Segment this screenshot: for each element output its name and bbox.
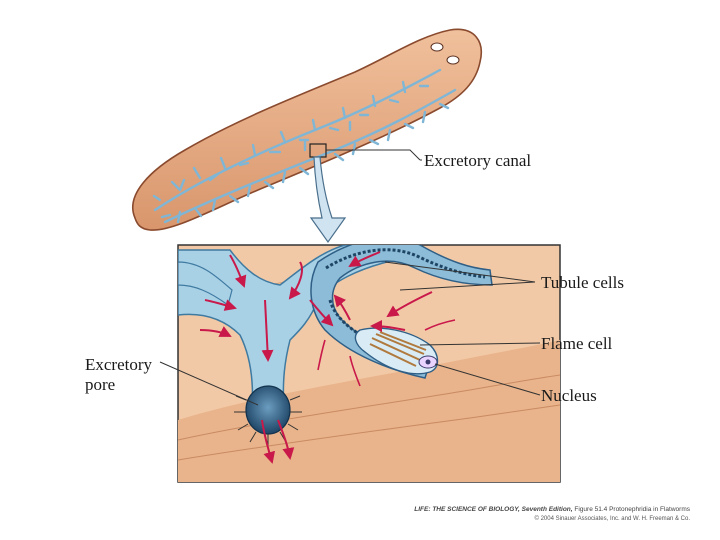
flatworm-body [133,29,481,230]
label-flame-cell: Flame cell [541,334,612,353]
credit-line-1: LIFE: THE SCIENCE OF BIOLOGY, Seventh Ed… [414,506,690,513]
credit-figure: Figure 51.4 Protonephridia in Flatworms [573,506,691,513]
detail-panel [178,238,560,482]
label-excretory-pore-line1: Excretory [85,355,152,374]
credit-block: LIFE: THE SCIENCE OF BIOLOGY, Seventh Ed… [414,506,690,522]
credit-book: LIFE: THE SCIENCE OF BIOLOGY, Seventh Ed… [414,506,572,513]
label-excretory-canal: Excretory canal [424,151,531,170]
label-nucleus: Nucleus [541,386,597,405]
label-tubule-cells: Tubule cells [541,273,624,292]
credit-line-2: © 2004 Sinauer Associates, Inc. and W. H… [535,515,691,522]
zoom-arrow [311,157,345,242]
label-excretory-pore-line2: pore [85,375,115,394]
